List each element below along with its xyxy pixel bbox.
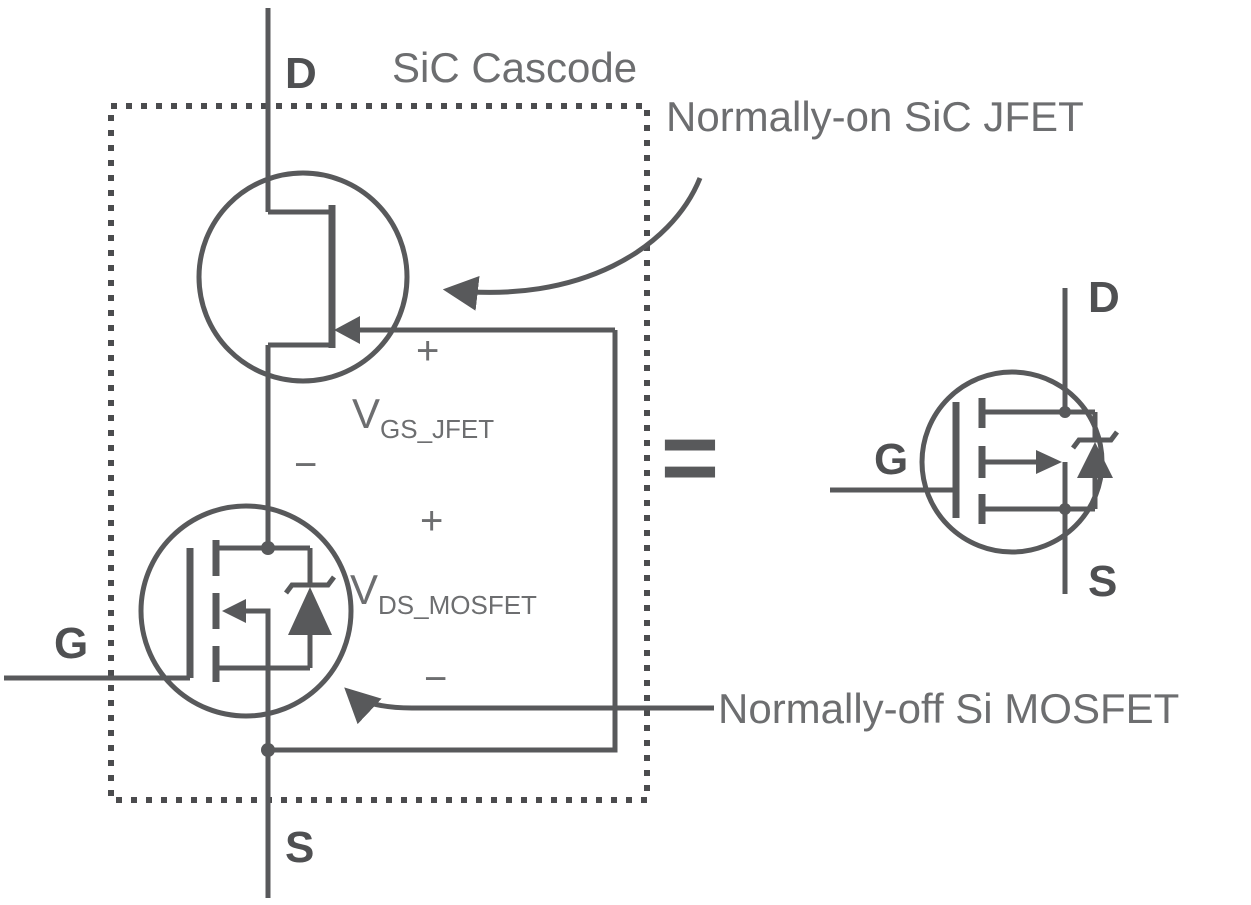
vds-mosfet-label-group: + VDS_MOSFET −	[350, 499, 537, 701]
equivalent-body-diode-icon	[1065, 409, 1119, 512]
jfet-gate-arrow-icon	[334, 316, 360, 344]
mosfet-body-arrow-icon	[222, 599, 246, 623]
jfet-circle	[196, 170, 410, 384]
equals-sign: =	[661, 402, 719, 514]
equivalent-gate-label: G	[874, 435, 908, 484]
mosfet-body-diode-icon	[268, 545, 336, 671]
gate-source-feedback-wire	[268, 330, 618, 753]
equivalent-diode-cathode-bar	[1071, 430, 1119, 450]
diode-cathode-bar	[284, 575, 336, 595]
vgs-minus-sign: −	[294, 443, 317, 487]
equivalent-source-label: S	[1088, 557, 1117, 606]
vds-minus-sign: −	[424, 657, 447, 701]
diode-anode-triangle	[288, 587, 332, 635]
equivalent-mosfet-symbol: D G S	[830, 273, 1120, 606]
jfet-symbol	[196, 170, 615, 384]
equivalent-body-arrow-icon	[1036, 450, 1062, 474]
junction-dot-source-node	[261, 743, 275, 757]
cascode-drain-label: D	[285, 49, 317, 98]
equivalent-diode-anode-triangle	[1077, 442, 1113, 478]
equivalent-drain-junction-dot	[1059, 406, 1071, 418]
diagram-title: SiC Cascode	[392, 44, 637, 91]
equivalent-body-wire	[982, 459, 1068, 509]
annotation-jfet-text: Normally-on SiC JFET	[666, 93, 1084, 140]
equivalent-drain-label: D	[1088, 273, 1120, 322]
annotation-mosfet-text: Normally-off Si MOSFET	[718, 685, 1179, 732]
annotation-jfet-arrow-icon	[442, 177, 703, 311]
mosfet-circle	[138, 503, 354, 719]
vds-mosfet-label: VDS_MOSFET	[350, 566, 537, 620]
vgs-jfet-label: VGS_JFET	[352, 390, 494, 444]
vgs-plus-sign: +	[416, 329, 439, 373]
mosfet-symbol	[4, 503, 354, 719]
mosfet-body-wire	[244, 608, 271, 668]
cascode-gate-label: G	[54, 619, 88, 668]
vds-plus-sign: +	[420, 499, 443, 543]
annotation-mosfet-arrow-icon	[344, 687, 714, 725]
cascode-source-label: S	[285, 823, 314, 872]
cascode-dashed-boundary	[108, 103, 650, 803]
junction-dot-mosfet-drain	[261, 541, 275, 555]
equivalent-source-junction-dot	[1059, 503, 1071, 515]
vgs-jfet-label-group: + VGS_JFET −	[294, 329, 494, 487]
